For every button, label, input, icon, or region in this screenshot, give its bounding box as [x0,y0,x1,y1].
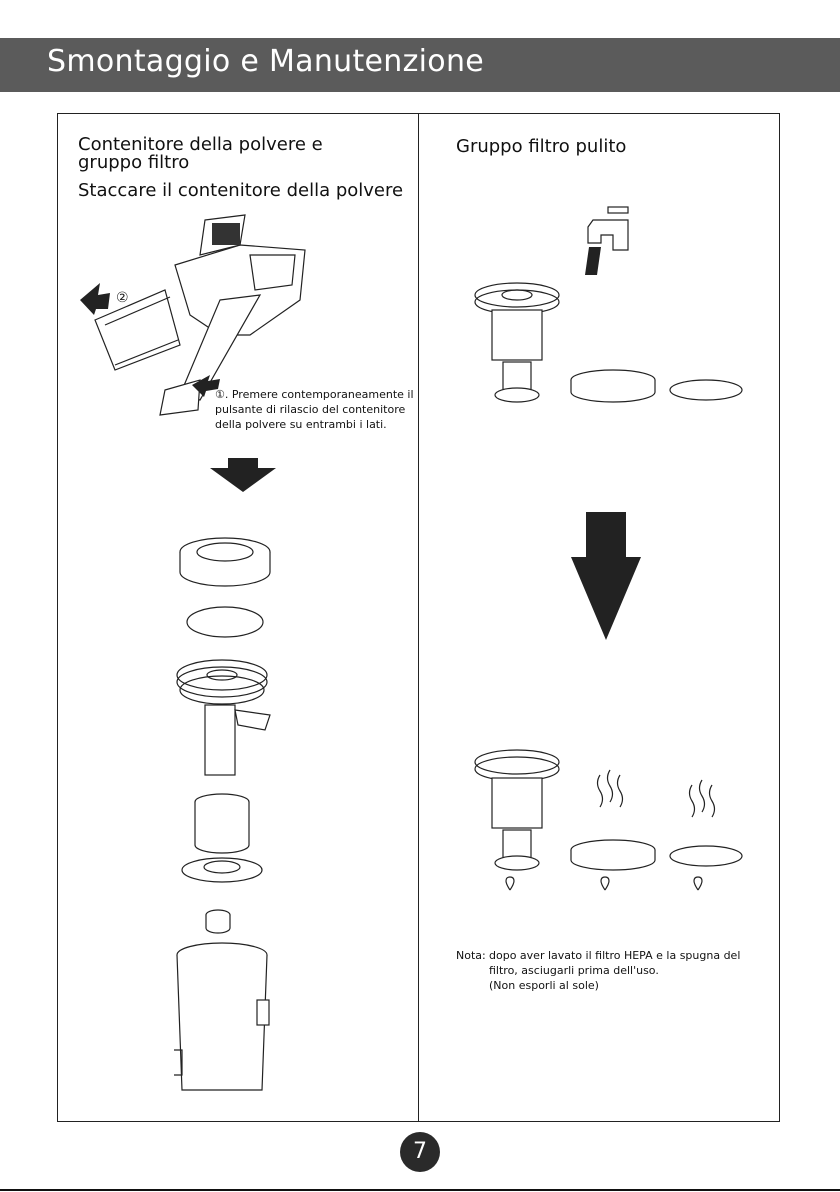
mesh-cylinder-part [194,793,250,854]
filter-parts-before [474,282,743,403]
drying-note: Nota:dopo aver lavato il filtro HEPA e l… [456,948,766,993]
vacuum-release-illustration: ② [80,214,306,416]
header-band [0,38,840,92]
hepa-filter-part [474,749,560,871]
column-divider [418,113,419,1122]
page-number-badge: 7 [400,1132,440,1172]
step2-marker: ② [116,290,129,306]
arrow-left-icon [80,283,110,315]
sponge-part [669,379,743,401]
filter-parts-drying [474,749,743,891]
press-arrow-icon [192,375,220,397]
left-heading: Contenitore della polvere e gruppo filtr… [78,134,323,173]
page-title: Smontaggio e Manutenzione [47,44,485,79]
note-line-3: (Non esporli al sole) [489,979,599,992]
note-line-1: dopo aver lavato il filtro HEPA e la spu… [489,949,741,962]
cone-part [181,857,263,934]
filter-cover-part [570,839,656,871]
note-line-2: filtro, asciugarli prima dell'uso. [489,964,659,977]
hepa-filter-part [176,659,271,776]
steam-icon [688,779,716,818]
water-tap-icon [585,206,629,275]
sponge-part [186,606,264,638]
sponge-part [669,845,743,867]
right-heading: Gruppo filtro pulito [456,136,627,157]
exploded-filter-assembly [174,537,271,1091]
note-label: Nota: [456,949,486,962]
step1-instruction: ①. Premere contemporaneamente il pulsant… [215,388,414,431]
dust-bin-part [174,942,270,1091]
filter-cover-part [179,537,271,587]
left-subheading: Staccare il contenitore della polvere [78,180,404,201]
bottom-rule [0,1189,840,1191]
dust-container-detached [94,289,181,371]
steam-icon [596,769,624,808]
vacuum-body [159,214,306,416]
arrow-down-large-icon [571,512,641,640]
water-drops-icon [505,876,703,891]
filter-cover-part [570,369,656,403]
arrow-down-icon [210,458,276,492]
hepa-filter-part [474,282,560,403]
